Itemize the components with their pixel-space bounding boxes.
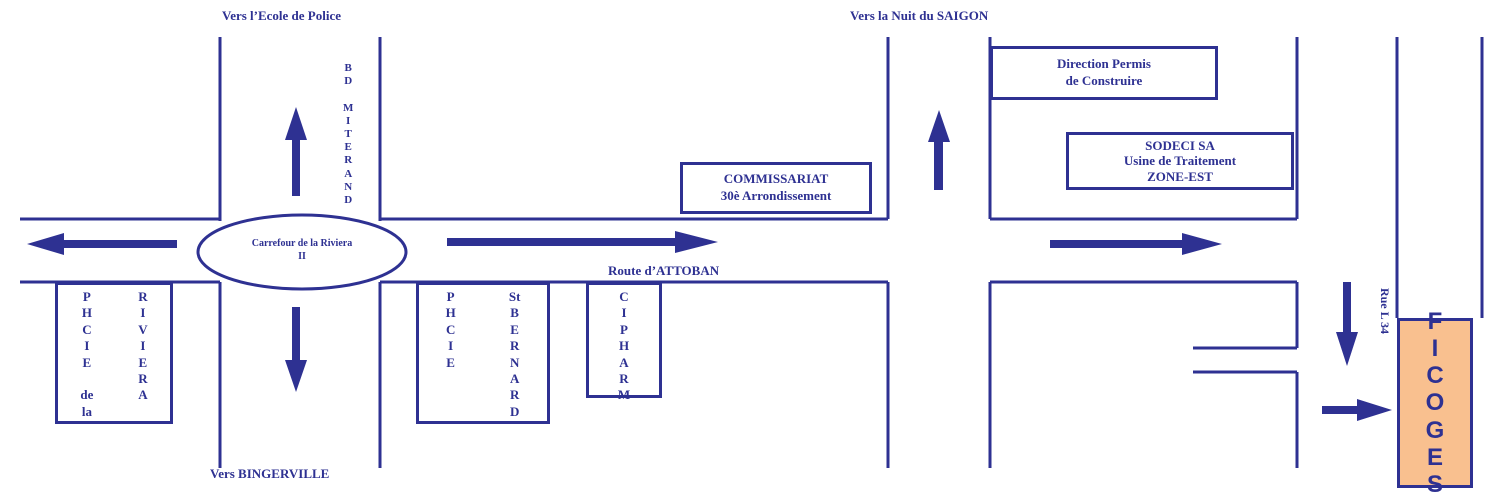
- vertical-letter: I: [84, 338, 90, 354]
- direction-line1: Direction Permis: [1057, 56, 1151, 72]
- vertical-letter: A: [509, 370, 520, 386]
- arrow-right-icon: [447, 231, 718, 253]
- vertical-letter: R: [619, 370, 629, 386]
- vertical-letter: I: [346, 114, 351, 127]
- arrow-down-icon: [285, 307, 307, 392]
- vertical-letter: R: [344, 154, 353, 167]
- direction-line2: de Construire: [1065, 73, 1143, 88]
- vertical-letter: D: [344, 193, 353, 206]
- label-route: Route d’ATTOBAN: [608, 263, 720, 278]
- vertical-letter: H: [445, 305, 456, 321]
- vertical-letter: I: [140, 305, 146, 321]
- roundabout-line2: II: [298, 250, 306, 262]
- vertical-letter: C: [82, 321, 92, 337]
- direction-box: Direction Permis de Construire: [990, 46, 1218, 100]
- vertical-letter: A: [619, 354, 629, 370]
- vertical-letter: V: [138, 321, 148, 337]
- vertical-letter: H: [81, 305, 92, 321]
- arrow-up-icon: [928, 110, 950, 190]
- vertical-letter: E: [510, 321, 519, 337]
- sodeci-box: SODECI SA Usine de Traitement ZONE-EST: [1066, 132, 1294, 190]
- vertical-letter: E: [138, 354, 148, 370]
- roundabout-label: Carrefour de la Riviera II: [216, 238, 388, 263]
- vertical-letter: [347, 88, 350, 101]
- vertical-letter: N: [344, 180, 353, 193]
- destination-letter: S: [1426, 470, 1443, 498]
- vertical-letter: R: [138, 289, 148, 304]
- commissariat-line2: 30è Arrondissement: [720, 188, 832, 203]
- vertical-letter: B: [510, 305, 519, 321]
- vertical-letter: E: [344, 141, 352, 154]
- arrow-up-icon: [285, 107, 307, 196]
- destination-letter: G: [1425, 416, 1445, 444]
- vertical-letter: D: [509, 403, 520, 419]
- destination-letter: O: [1425, 389, 1445, 417]
- vertical-letter: E: [446, 354, 455, 370]
- sodeci-line3: ZONE-EST: [1147, 168, 1213, 184]
- vertical-letter: N: [509, 354, 520, 370]
- destination-letter: I: [1431, 335, 1439, 363]
- vertical-letter: A: [344, 167, 353, 180]
- vertical-letter: E: [82, 354, 92, 370]
- vertical-letter: C: [619, 289, 629, 304]
- vertical-letter: A: [138, 387, 148, 403]
- arrow-left-icon: [27, 233, 177, 255]
- sodeci-line1: SODECI SA: [1145, 137, 1215, 153]
- vertical-letter: P: [620, 321, 628, 337]
- destination-letter: F: [1427, 308, 1443, 336]
- arrow-down-icon: [1336, 282, 1358, 366]
- commissariat-box: COMMISSARIAT 30è Arrondissement: [680, 162, 872, 214]
- vertical-letter: R: [138, 370, 148, 386]
- vertical-letter: H: [618, 338, 630, 354]
- sodeci-line2: Usine de Traitement: [1123, 153, 1237, 169]
- vertical-letter: I: [448, 338, 454, 354]
- roundabout: [196, 213, 408, 291]
- vertical-letter: [85, 371, 88, 387]
- vertical-letter: D: [344, 75, 353, 88]
- label-south: Vers BINGERVILLE: [210, 466, 330, 481]
- roundabout-line1: Carrefour de la Riviera: [251, 238, 353, 249]
- vertical-letter: R: [509, 338, 520, 354]
- vertical-letter: I: [621, 305, 627, 321]
- vertical-letter: P: [446, 289, 455, 304]
- commissariat-line1: COMMISSARIAT: [723, 171, 829, 187]
- arrow-right-icon: [1050, 233, 1222, 255]
- vertical-letter: T: [344, 127, 352, 140]
- vertical-letter: R: [509, 387, 520, 403]
- vertical-letter: I: [140, 338, 146, 354]
- vertical-letter: C: [445, 321, 456, 337]
- vertical-letter: de: [80, 387, 94, 403]
- vertical-letter: M: [617, 387, 631, 403]
- destination-letter: C: [1426, 362, 1444, 390]
- vertical-letter: la: [81, 403, 92, 419]
- label-north-right: Vers la Nuit du SAIGON: [850, 8, 989, 23]
- arrow-right-icon: [1322, 399, 1392, 421]
- rue-label: Rue L 34: [1378, 288, 1392, 335]
- vertical-letter: B: [344, 62, 352, 74]
- vertical-letter: St: [508, 289, 521, 304]
- label-north-left: Vers l’Ecole de Police: [222, 8, 342, 23]
- vertical-letter: M: [343, 101, 354, 114]
- vertical-letter: P: [82, 289, 91, 304]
- destination-letter: E: [1426, 443, 1443, 471]
